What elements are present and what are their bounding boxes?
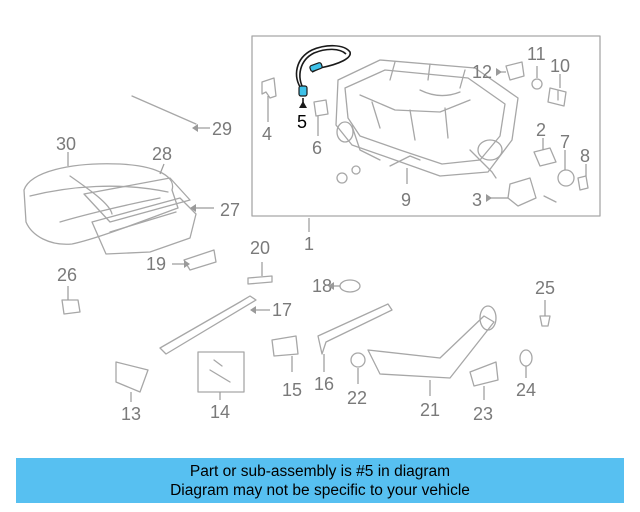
part-6-clip <box>313 99 329 117</box>
part-14-kit-box <box>197 351 245 393</box>
callout-1: 1 <box>304 234 314 254</box>
part-3-motor <box>507 177 537 207</box>
leader-lines <box>67 66 587 402</box>
part-4-bracket <box>261 77 277 99</box>
callout-16: 16 <box>314 374 334 394</box>
callout-6: 6 <box>312 138 322 158</box>
part-8-pin <box>577 175 589 191</box>
callout-22: 22 <box>347 388 367 408</box>
part-3-bolt <box>543 195 557 203</box>
callout-11: 11 <box>527 44 546 64</box>
callout-25: 25 <box>535 278 555 298</box>
part-14-kit-screw <box>209 359 231 383</box>
part-30-seat-cushion <box>23 163 179 245</box>
small-knob-2 <box>351 165 361 175</box>
cable-part-5-highlighted <box>295 44 351 108</box>
part-24-cap <box>519 349 533 367</box>
leader-arrowheads <box>184 68 502 314</box>
part-21-end <box>479 305 497 331</box>
callout-10: 10 <box>550 56 570 76</box>
part-10-bolt <box>547 87 567 107</box>
part-29-rod <box>131 95 197 125</box>
part-26-clip <box>61 299 81 315</box>
callout-5-arrowhead <box>299 101 307 108</box>
seat-frame-inset-box <box>251 35 601 217</box>
banner-line-1: Part or sub-assembly is #5 in diagram <box>189 463 451 480</box>
callout-24: 24 <box>516 380 536 400</box>
part-13-bracket <box>115 361 149 393</box>
callout-30: 30 <box>56 134 76 154</box>
callout-20: 20 <box>250 238 270 258</box>
callout-3: 3 <box>472 190 482 210</box>
part-11-nut <box>531 78 543 90</box>
seat-frame-assembly <box>335 59 519 179</box>
part-20-cover <box>247 275 273 285</box>
callout-15: 15 <box>282 380 302 400</box>
callout-5: 5 <box>297 112 307 132</box>
callout-2: 2 <box>536 120 546 140</box>
callout-17: 17 <box>272 300 292 320</box>
part-22-bushing <box>350 352 366 368</box>
banner-line-2: Diagram may not be specific to your vehi… <box>170 482 470 499</box>
part-28-cushion-pad <box>83 177 191 223</box>
part-7-gear <box>557 169 575 187</box>
callout-7: 7 <box>560 132 570 152</box>
part-12-bracket <box>505 61 525 81</box>
part-9-wire <box>389 155 421 167</box>
part-27-cover <box>91 197 197 255</box>
callout-19: 19 <box>146 254 166 274</box>
callout-29: 29 <box>212 119 232 139</box>
part-19-bracket <box>183 249 217 271</box>
callout-8: 8 <box>580 146 590 166</box>
callout-14: 14 <box>210 402 230 422</box>
part-27-cover-edge <box>109 211 177 233</box>
callout-18: 18 <box>312 276 332 296</box>
callout-numbers: 1 2 3 4 5 6 7 8 9 10 11 12 13 14 15 16 1… <box>56 44 590 424</box>
part-18-cap <box>339 279 361 293</box>
callout-28: 28 <box>152 144 172 164</box>
part-23-bracket <box>469 361 499 387</box>
small-knob <box>336 172 348 184</box>
callout-26: 26 <box>57 265 77 285</box>
seat-parts-diagram: 1 2 3 4 5 6 7 8 9 10 11 12 13 14 15 16 1… <box>23 35 601 424</box>
part-15-bracket <box>271 335 299 357</box>
part-17-rail-cover <box>159 295 257 355</box>
callout-9: 9 <box>401 190 411 210</box>
callout-21: 21 <box>420 400 440 420</box>
callout-12: 12 <box>472 62 492 82</box>
part-16-rail <box>317 303 393 355</box>
part-21-lower-rail <box>367 315 495 379</box>
callout-23: 23 <box>473 404 493 424</box>
callout-13: 13 <box>121 404 141 424</box>
part-info-banner: Part or sub-assembly is #5 in diagram Di… <box>16 458 624 503</box>
callout-27: 27 <box>220 200 240 220</box>
callout-4: 4 <box>262 124 272 144</box>
part-25-cap <box>539 315 551 327</box>
part-2-bracket <box>533 147 557 167</box>
